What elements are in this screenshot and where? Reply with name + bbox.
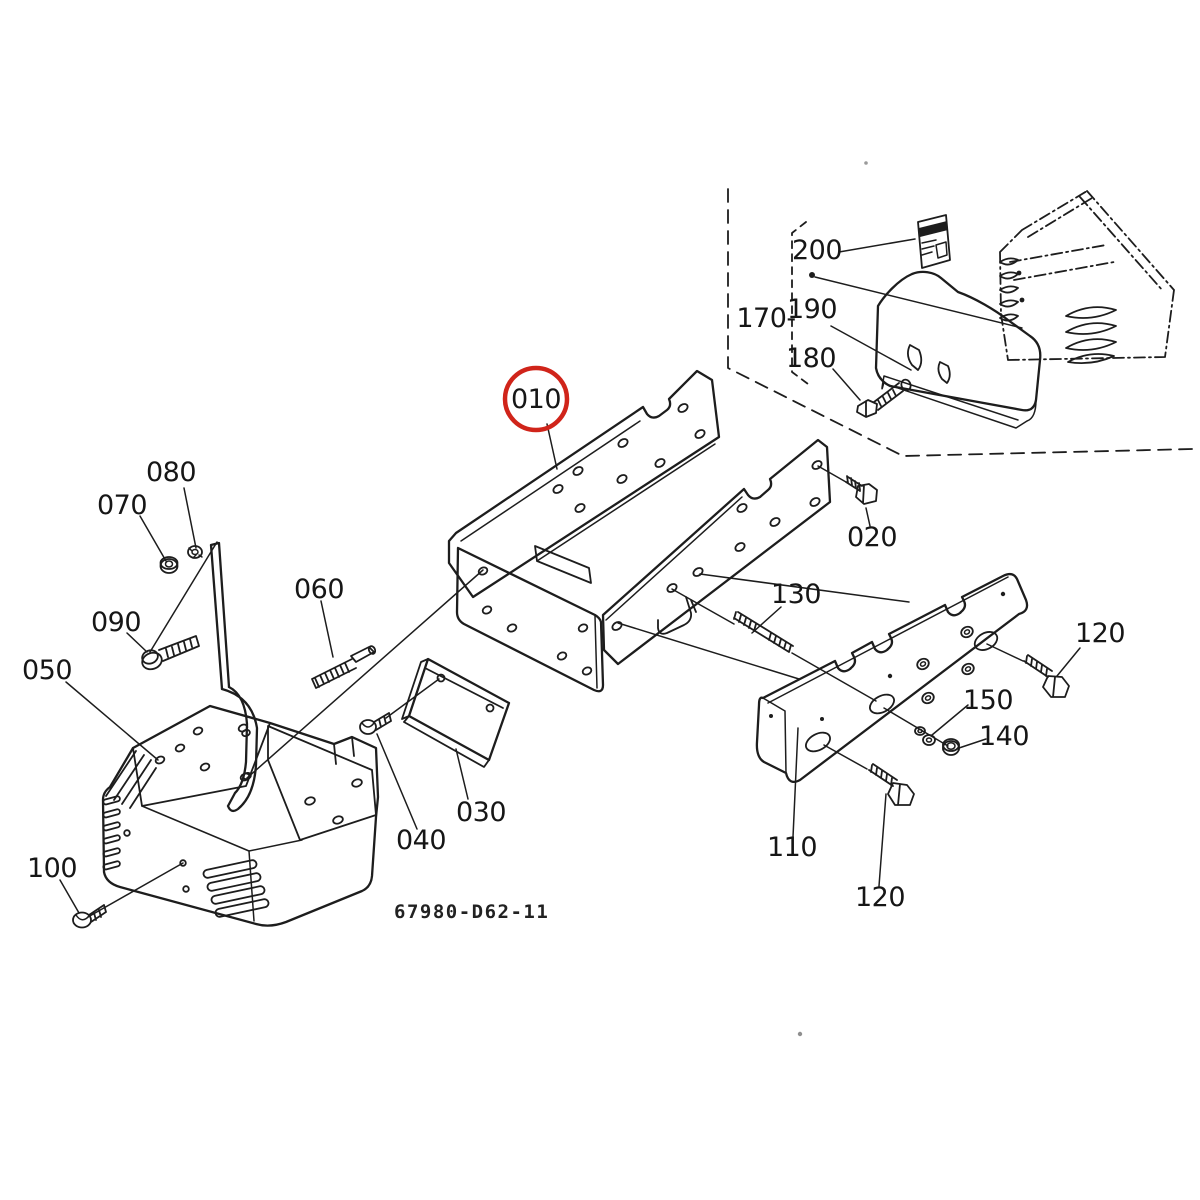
- leader-040: [376, 733, 418, 830]
- spring-pin-060: [311, 645, 377, 689]
- highlight-circle-010: [502, 365, 570, 433]
- leader-100: [59, 879, 80, 914]
- callout-label-070: 070: [97, 490, 147, 521]
- tractor-outline-dashdot: [999, 190, 1175, 361]
- leader-190: [830, 325, 912, 371]
- vent-slots-small: [102, 795, 121, 871]
- washer-080: [187, 545, 203, 559]
- bolt-180: [856, 378, 912, 418]
- callout-label-150: 150: [963, 685, 1013, 716]
- weight-face-nuts: [916, 625, 975, 705]
- leader-110: [792, 727, 799, 838]
- leader-070: [139, 515, 167, 562]
- grille-vents: [999, 257, 1117, 365]
- leader-180: [832, 368, 861, 401]
- callout-label-030: 030: [456, 797, 506, 828]
- callout-label-110: 110: [767, 832, 817, 863]
- ref-line-190: [814, 276, 1023, 329]
- speck: [797, 1031, 803, 1037]
- callout-label-040: 040: [396, 825, 446, 856]
- nut-140: [942, 738, 960, 756]
- leader-130: [751, 606, 782, 634]
- callout-label-060: 060: [294, 574, 344, 605]
- callout-label-120-bottom: 120: [855, 882, 905, 913]
- leader-060: [320, 600, 334, 658]
- screw-040: [359, 712, 392, 735]
- callout-label-080: 080: [146, 457, 196, 488]
- callout-label-050: 050: [22, 655, 72, 686]
- callout-leader-lines: [59, 238, 1081, 914]
- bolt-120-right: [1023, 654, 1070, 698]
- callout-label-090: 090: [91, 607, 141, 638]
- leader-020: [865, 507, 871, 527]
- callout-label-200: 200: [792, 235, 842, 266]
- ref-dot-190: [809, 272, 815, 278]
- callout-label-170: 170-: [736, 303, 795, 334]
- bolt-120-bottom: [868, 763, 915, 806]
- inset-boundary-dashed: [727, 188, 1194, 457]
- inset-assembled-view: [727, 188, 1194, 457]
- weight-holes: [769, 591, 1006, 753]
- assembly-axis-lines: [87, 465, 1024, 918]
- leader-030: [455, 748, 469, 800]
- callout-label-180: 180: [786, 343, 836, 374]
- leader-140: [958, 738, 987, 749]
- caution-label-icon: [917, 214, 951, 269]
- part-030-bracket: [401, 657, 511, 768]
- speck: [864, 161, 868, 165]
- callout-label-140: 140: [979, 721, 1029, 752]
- part-050-bumper-end-left: [101, 541, 380, 927]
- part-110-bumper-weight: [755, 572, 1029, 783]
- callout-label-010: 010: [511, 384, 561, 415]
- leader-120-bottom: [878, 793, 887, 887]
- bolt-020: [845, 475, 878, 505]
- leader-090: [126, 632, 148, 653]
- bolt-090: [141, 635, 200, 671]
- callout-labels: 010 020 030 040 050 060 070 080 090 100 …: [22, 235, 1126, 913]
- vent-slots-large: [202, 859, 270, 918]
- callout-label-190: 190: [787, 294, 837, 325]
- leader-120-right: [1056, 647, 1081, 677]
- callout-label-120-right: 120: [1075, 618, 1125, 649]
- part-010-bumper-frame: [447, 369, 832, 693]
- callout-label-100: 100: [27, 853, 77, 884]
- bumper-weight-assembled: [874, 270, 1042, 429]
- nut-070: [159, 556, 179, 574]
- leader-200: [838, 238, 916, 253]
- leader-080: [183, 487, 197, 549]
- bumper-holes: [123, 723, 344, 893]
- screw-100: [72, 904, 107, 929]
- leader-050: [65, 681, 159, 761]
- leader-010: [546, 423, 558, 470]
- nut-150: [914, 726, 936, 746]
- drawing-number: 67980-D62-11: [394, 901, 549, 923]
- stud-130: [733, 611, 794, 653]
- leader-150: [931, 704, 969, 736]
- callout-label-020: 020: [847, 522, 897, 553]
- callout-label-130: 130: [771, 579, 821, 610]
